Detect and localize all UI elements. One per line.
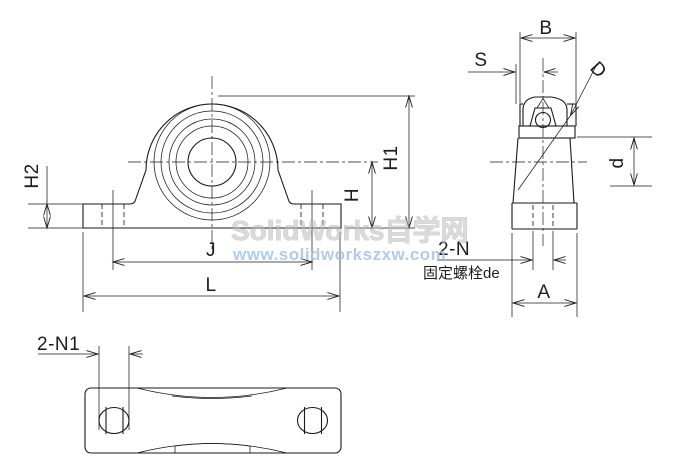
side-view [490, 58, 587, 246]
bottom-view-dimensions: 2-N1 [37, 334, 143, 430]
dim-label-2n: 2-N [438, 239, 470, 260]
bottom-bolt-hole-left [98, 406, 130, 435]
side-housing-ring-band [518, 125, 576, 139]
dim-label-a: A [537, 282, 550, 303]
dim-label-b: B [539, 18, 552, 39]
side-view-dimensions: B S D d 2-N 固定螺栓de A [423, 18, 652, 317]
dim-label-l: L [205, 275, 216, 296]
front-flange-holes [101, 190, 324, 270]
dim-label-h: H [342, 188, 363, 202]
dim-label-d-bore: d [607, 157, 628, 168]
watermark-url: www.solidworkszxw.com [232, 245, 446, 264]
dim-label-h2: H2 [22, 163, 43, 188]
bottom-view [84, 387, 342, 454]
dim-label-h1: H1 [381, 145, 402, 170]
side-bearing-section [518, 96, 577, 139]
front-view [82, 76, 378, 270]
dim-label-s: S [474, 50, 487, 71]
dim-label-2n1: 2-N1 [37, 334, 80, 355]
watermark: SolidWorks自学网 www.solidworkszxw.com [231, 214, 469, 264]
dim-label-j: J [206, 240, 216, 261]
watermark-brand: SolidWorks自学网 [231, 214, 469, 246]
side-body-and-base [511, 137, 578, 230]
bottom-bolt-hole-right [296, 406, 329, 435]
dim-note-fixing-bolt: 固定螺栓de [423, 265, 500, 282]
bottom-base-outline [84, 387, 342, 454]
front-view-dimensions: H2 H H1 J L [22, 96, 415, 312]
